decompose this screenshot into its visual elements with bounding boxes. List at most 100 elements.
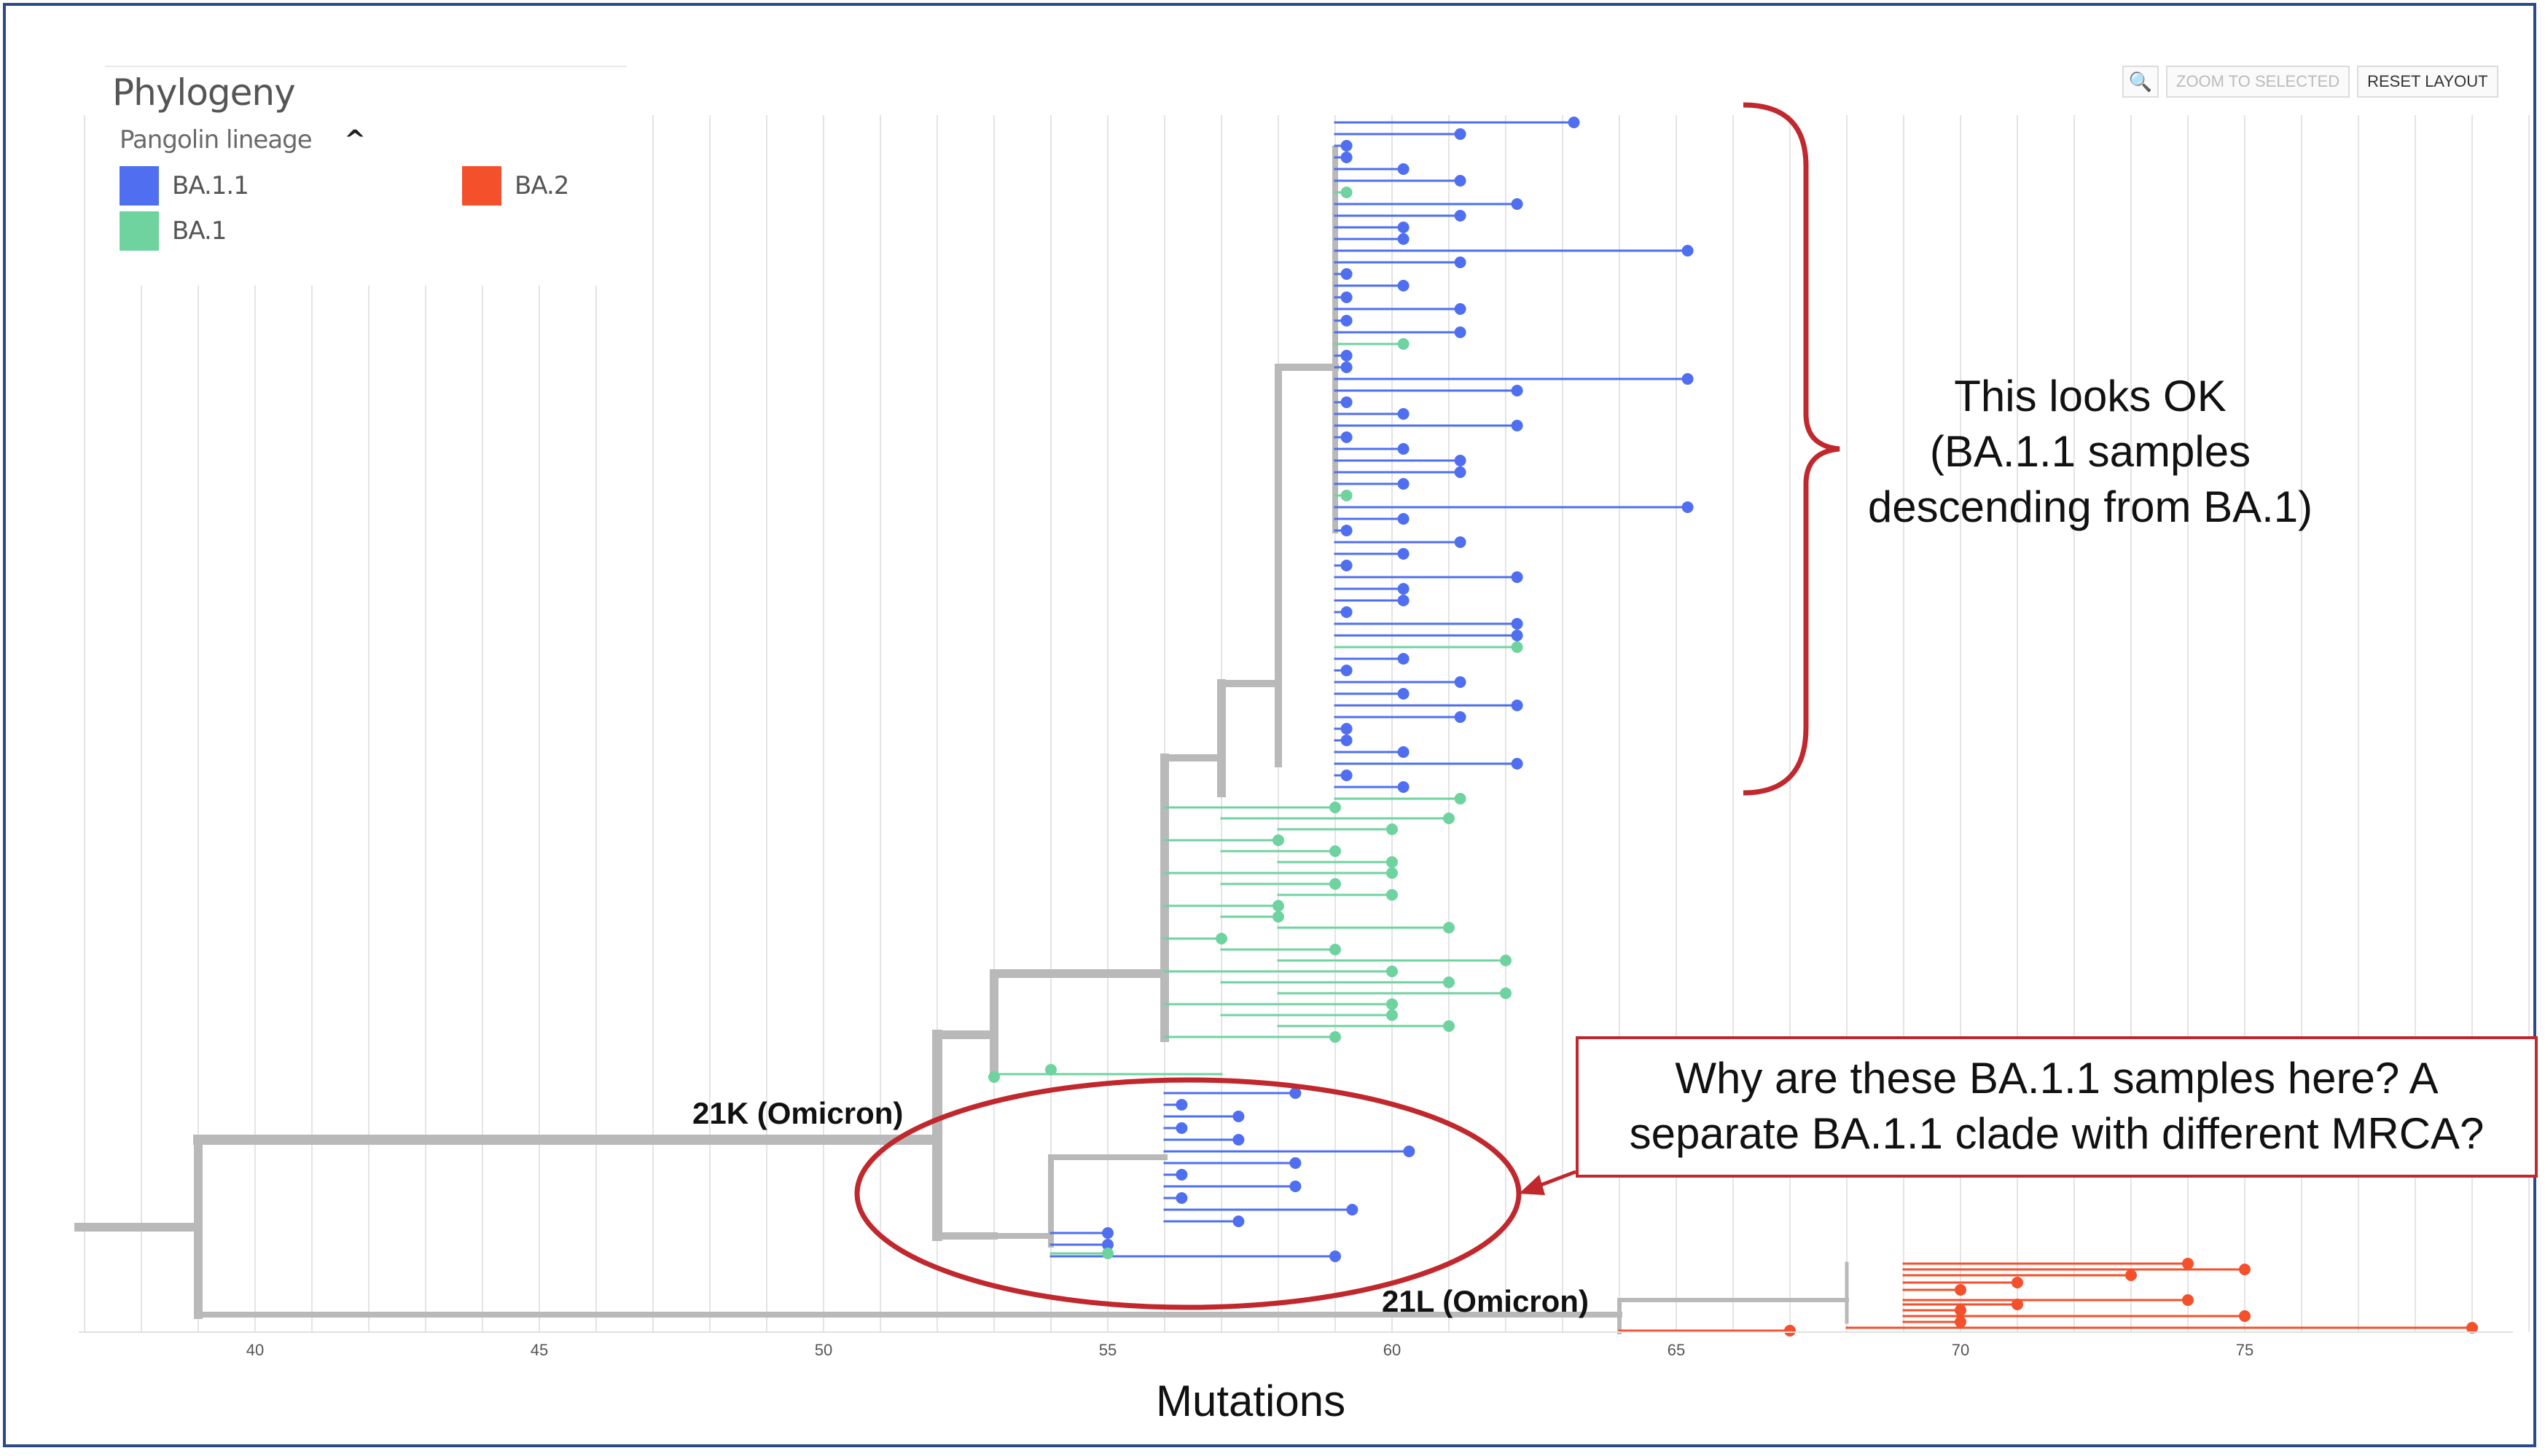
tip-node [2182, 1258, 2194, 1269]
tip-node [2012, 1277, 2023, 1288]
tip-node [1340, 361, 1353, 373]
tip-node [1340, 187, 1353, 198]
annotation-line: separate BA.1.1 clade with different MRC… [1629, 1109, 2485, 1158]
tip-node [1176, 1122, 1188, 1134]
tip-node [1340, 735, 1353, 746]
tip-node [1340, 291, 1353, 303]
tip-node [1511, 618, 1523, 630]
tip-node [2239, 1310, 2251, 1322]
tip-node [1511, 630, 1523, 641]
tip-node [1500, 955, 1512, 966]
tip-node [1397, 653, 1410, 665]
tip-node [2125, 1269, 2137, 1281]
tip-node [1340, 525, 1353, 536]
x-tick-label: 55 [1099, 1341, 1117, 1359]
x-tick-label: 50 [815, 1341, 832, 1359]
tip-node [1102, 1239, 1114, 1250]
x-tick-label: 45 [531, 1341, 548, 1359]
legend-item-ba1[interactable]: BA.1 [120, 211, 227, 251]
tip-node [1340, 152, 1353, 163]
x-tick-label: 65 [1668, 1341, 1685, 1359]
tip-node [1289, 1087, 1302, 1099]
tip-node [1397, 163, 1410, 175]
reset-layout-button[interactable]: RESET LAYOUT [2357, 66, 2498, 98]
tip-node [2182, 1294, 2194, 1306]
tip-node [1340, 350, 1353, 361]
x-tick-label: 75 [2236, 1341, 2253, 1359]
tip-node [1346, 1204, 1358, 1216]
tip-node [988, 1071, 1000, 1083]
tip-node [1397, 222, 1410, 233]
tip-node [1397, 746, 1410, 758]
tip-node [1340, 606, 1353, 618]
tip-node [1340, 431, 1353, 443]
tip-node [1397, 338, 1410, 350]
tip-node [1397, 443, 1410, 455]
tip-node [1397, 513, 1410, 525]
tip-node [1329, 1031, 1341, 1043]
tip-node [1340, 723, 1353, 735]
tip-node [1340, 268, 1353, 280]
tip-node [1397, 408, 1410, 420]
tip-node [1784, 1325, 1796, 1336]
x-tick-label: 60 [1383, 1341, 1401, 1359]
tip-node [1511, 571, 1523, 583]
annotation-shapes [854, 102, 1840, 1310]
tip-node [1340, 140, 1353, 152]
tip-node [1454, 793, 1466, 805]
tip-node [1340, 396, 1353, 408]
tip-node [1955, 1304, 1966, 1316]
tip-node [1272, 911, 1284, 923]
tip-node [2466, 1322, 2478, 1334]
zoom-to-selected-button[interactable]: ZOOM TO SELECTED [2166, 66, 2350, 98]
tip-node [1681, 373, 1694, 385]
magnifier-icon[interactable]: 🔍 [2122, 66, 2159, 98]
tip-node [1511, 700, 1523, 711]
tip-node [2012, 1299, 2023, 1310]
tip-node [1176, 1169, 1188, 1181]
legend-item-ba11[interactable]: BA.1.1 [120, 166, 249, 206]
tip-node [1511, 641, 1523, 653]
tip-node [1329, 878, 1341, 890]
legend-item-ba2[interactable]: BA.2 [462, 166, 569, 206]
legend-swatch [462, 166, 501, 206]
clade-label-21l: 21L (Omicron) [1382, 1284, 1589, 1318]
tree-branches [74, 121, 2474, 1334]
x-tick-label: 70 [1952, 1341, 1969, 1359]
annotation-line: descending from BA.1) [1867, 482, 2313, 531]
tip-node [1386, 1009, 1398, 1021]
tip-node [2239, 1264, 2251, 1275]
chevron-up-icon[interactable]: ^ [344, 125, 367, 155]
legend-swatch [120, 166, 159, 206]
tip-node [1454, 128, 1466, 140]
color-by-label: Pangolin lineage [120, 125, 313, 154]
tip-node [1232, 1216, 1245, 1227]
tip-node [1272, 834, 1284, 846]
tip-node [1045, 1064, 1057, 1076]
tip-node [1681, 501, 1694, 513]
annotation-line: This looks OK [1954, 372, 2227, 420]
tip-node [1340, 665, 1353, 676]
tip-node [1386, 856, 1398, 868]
tip-node [1340, 315, 1353, 326]
tip-node [1329, 802, 1341, 813]
tip-node [1232, 1134, 1245, 1146]
tree-tips [988, 117, 2478, 1336]
tip-node [1340, 770, 1353, 781]
tip-node [1340, 560, 1353, 571]
question-callout: Why are these BA.1.1 samples here? A sep… [1576, 1036, 2538, 1178]
tip-node [1232, 1111, 1245, 1122]
annotation-line: (BA.1.1 samples [1929, 427, 2251, 476]
tip-node [1955, 1316, 1966, 1328]
tip-node [1386, 966, 1398, 977]
highlight-ellipse [854, 1077, 1522, 1310]
tip-node [1289, 1157, 1302, 1169]
tip-node [1454, 257, 1466, 268]
tip-node [1102, 1248, 1114, 1259]
tip-node [1454, 210, 1466, 222]
tip-node [1329, 1250, 1341, 1262]
tip-node [1329, 845, 1341, 857]
tip-node [1397, 548, 1410, 560]
tip-node [1955, 1284, 1966, 1296]
